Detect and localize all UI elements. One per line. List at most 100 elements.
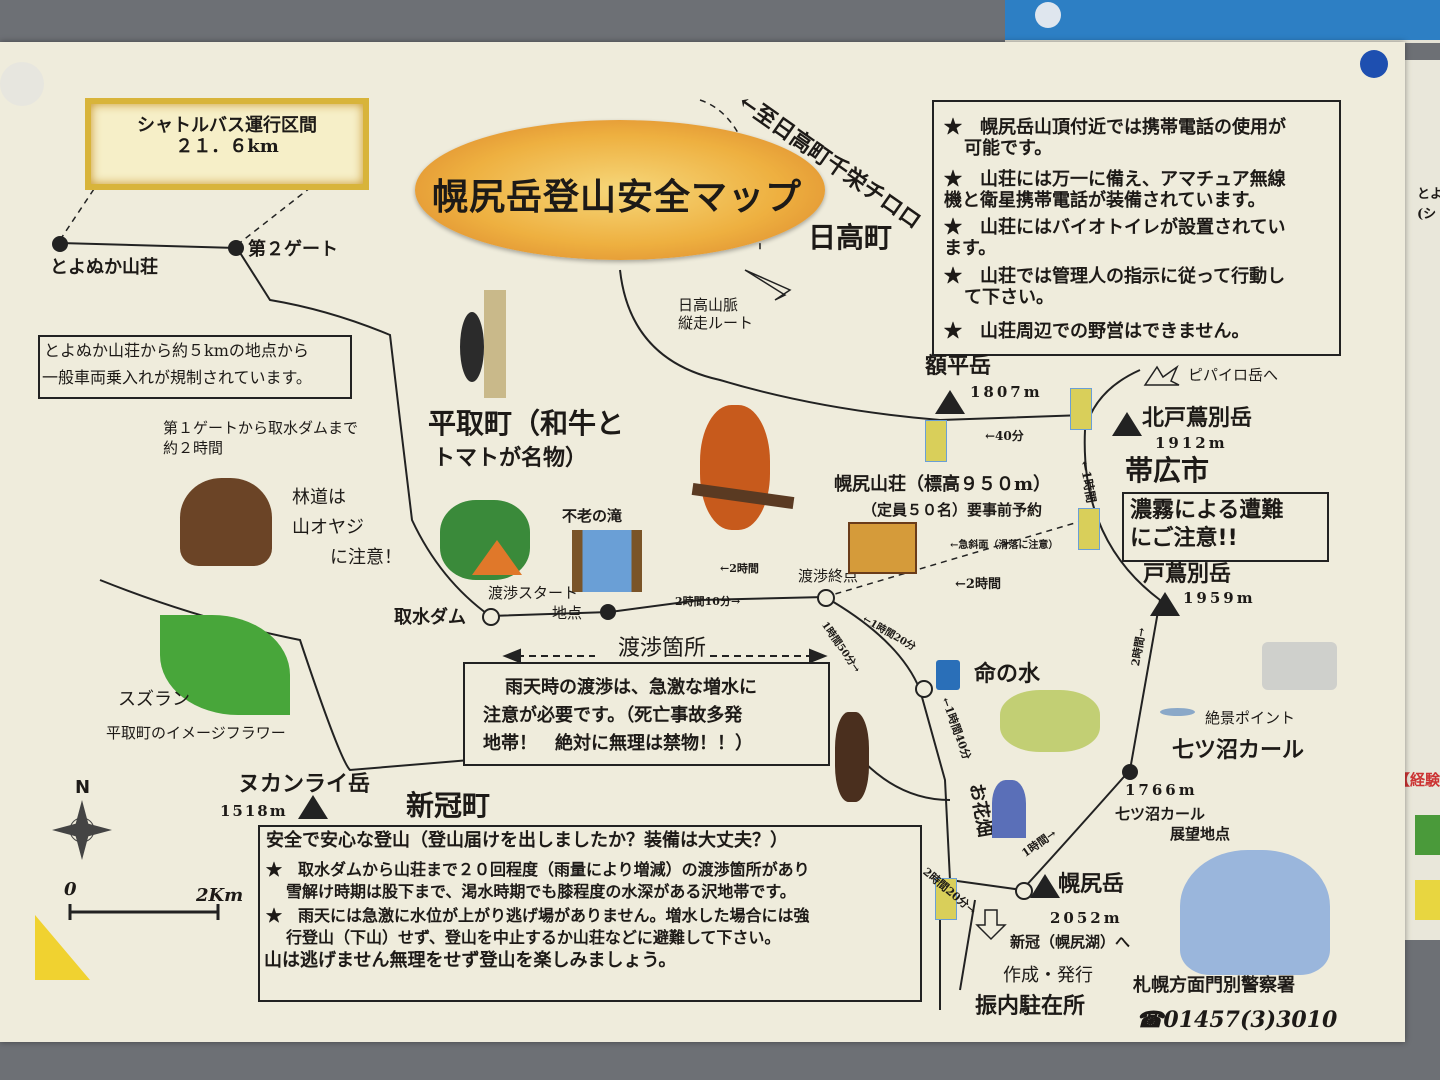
tree-trunk-icon xyxy=(484,290,506,398)
info-item: ★ 山荘には万一に備え、アマチュア無線 機と衛星携帯電話が装備されています。 xyxy=(944,169,1286,211)
info-item: ★ 幌尻岳山頂付近では携帯電話の使用が 可能です。 xyxy=(944,117,1286,159)
phone-number: ☎01457(3)3010 xyxy=(1136,1007,1338,1033)
scale-bar xyxy=(68,904,220,920)
water-label: 命の水 xyxy=(974,661,1041,687)
peak-elevation: 1766m xyxy=(1125,781,1198,799)
peak-icon xyxy=(1030,874,1060,898)
bear-warning: 林道は xyxy=(292,487,346,508)
road-shuttle xyxy=(59,242,238,249)
adjacent-poster-strip xyxy=(1005,0,1440,43)
shuttle-distance: ２１．６km xyxy=(175,135,279,157)
trail-time: ←2時間 xyxy=(720,562,759,575)
peak-name: 戸蔦別岳 xyxy=(1143,561,1232,587)
shuttle-leader xyxy=(59,179,321,246)
trail-time: ←急斜面（滑落に注意） xyxy=(950,540,1059,551)
summit-name: 幌尻岳 xyxy=(1058,871,1125,897)
trail-time: ←2時間 xyxy=(955,577,1001,592)
peak-icon xyxy=(298,795,328,819)
info-line: ★ 山荘周辺での野営はできません。 xyxy=(944,321,1250,342)
crossing-start-marker xyxy=(600,604,616,620)
woodpecker-icon xyxy=(460,312,484,382)
ridge-label: 縦走ルート xyxy=(678,314,754,332)
safety-line: ★ 雨天には急激に水位が上がり逃げ場がありません。増水した場合には強 xyxy=(266,906,810,925)
intake-dam-label: 取水ダム xyxy=(394,607,466,628)
fog-warning-line: にご注意!! xyxy=(1130,526,1238,551)
crossing-warning-box: 雨天時の渡渉は、急激な増水に 注意が必要です。（死亡事故多発 地帯！ 絶対に無理… xyxy=(463,662,830,766)
gate1-time: 約２時間 xyxy=(163,439,224,457)
corner-tab xyxy=(35,915,90,980)
crossing-start-label: 地点 xyxy=(552,604,583,622)
crossing-end-label: 渡渉終点 xyxy=(798,567,859,585)
title-badge xyxy=(415,120,825,260)
hut-icon xyxy=(848,522,917,574)
shuttle-info-box: シャトルバス運行区間 ２１．６km xyxy=(85,98,369,190)
crossing-section-label: 渡渉箇所 xyxy=(618,636,707,661)
iris-icon xyxy=(992,780,1026,838)
trail-hut-dashed xyxy=(824,519,1086,598)
obihiro-label: 帯広市 xyxy=(1125,454,1210,487)
water-icon xyxy=(936,660,960,690)
trail-to-summit xyxy=(824,596,1023,891)
peak-icon xyxy=(1150,592,1180,616)
publisher-label: 作成・発行 xyxy=(1003,965,1093,986)
info-line: ★ 山荘では管理人の指示に従って行動し xyxy=(944,266,1286,287)
peak-name: 額平岳 xyxy=(925,353,992,379)
scale-end: 2Km xyxy=(196,885,244,906)
river xyxy=(99,579,471,772)
crossing-line: 地帯！ 絶対に無理は禁物！！） xyxy=(483,733,753,754)
crossing-line: 雨天時の渡渉は、急激な増水に xyxy=(505,677,757,698)
notice-line: 一般車両乗入れが規制されています。 xyxy=(42,368,312,387)
safety-line: ★ 取水ダムから山荘まで２０回程度（雨量により増減）の渡渉箇所があり xyxy=(266,860,810,879)
crossing-end-marker xyxy=(817,589,835,607)
road-restriction-notice: とよぬか山荘から約５kmの地点から 一般車両乗入れが規制されています。 xyxy=(38,335,352,399)
info-item: ★ 山荘では管理人の指示に従って行動し て下さい。 xyxy=(944,266,1286,308)
scale-start: 0 xyxy=(64,879,77,900)
info-line: ★ 幌尻岳山頂付近では携帯電話の使用が xyxy=(944,117,1286,138)
pushpin-icon xyxy=(0,62,44,106)
ridge-label: 日高山脈 xyxy=(678,296,739,314)
water-source-icon xyxy=(925,420,947,462)
ridge-route xyxy=(619,269,1086,422)
safety-line: 山は逃げません無理をせず登山を楽しみましょう。 xyxy=(264,950,677,971)
niikappu-town-label: 新冠町 xyxy=(406,789,491,822)
waterfall-icon xyxy=(572,530,642,592)
toyonuka-marker xyxy=(52,236,68,252)
peak-elevation: 1959m xyxy=(1183,589,1256,607)
hikers-icon xyxy=(1000,690,1100,752)
edge-fragment: 【経験 xyxy=(1395,771,1440,789)
ridge-north xyxy=(1083,369,1161,601)
view-point-label: 絶景ポイント xyxy=(1205,709,1296,727)
summit-elevation: 2052m xyxy=(1050,909,1123,927)
pushpin-icon xyxy=(1035,2,1061,28)
to-niikappu-label: 新冠（幌尻湖）へ xyxy=(1010,933,1131,951)
arrow-niikappu xyxy=(975,909,1007,941)
crossing-line: 注意が必要です。（死亡事故多発 xyxy=(483,705,743,726)
fog-warning-line: 濃霧による遭難 xyxy=(1130,498,1284,523)
shuttle-label: シャトルバス運行区間 xyxy=(137,115,317,136)
police-officer-icon xyxy=(1180,850,1330,975)
hut-capacity: （定員５０名）要事前予約 xyxy=(862,501,1043,519)
peak-elevation: 1518m xyxy=(220,802,288,820)
arrow-hidaka xyxy=(744,269,792,301)
trail-time: ←40分 xyxy=(985,429,1024,443)
observation-point-label: 七ツ沼カール xyxy=(1115,805,1206,823)
peak-elevation: 1912m xyxy=(1155,434,1228,452)
toyonuka-label: とよぬか山荘 xyxy=(50,257,158,278)
hut-label: 幌尻山荘（標高９５０m） xyxy=(834,474,1052,495)
gate2-marker xyxy=(228,240,244,256)
tent-icon xyxy=(472,540,522,575)
intake-dam-marker xyxy=(482,608,500,626)
peak-icon xyxy=(1112,412,1142,436)
crossing-start-label: 渡渉スタート xyxy=(488,584,579,602)
nanatsunuma-label: 七ツ沼カール xyxy=(1172,737,1305,763)
safety-title: 安全で安心な登山（登山届けを出しましたか？装備は大丈夫？） xyxy=(266,830,788,851)
water-source-icon xyxy=(1070,388,1092,430)
info-line: 可能です。 xyxy=(964,137,1053,159)
camera-icon xyxy=(1262,642,1337,690)
nanatsunuma-marker xyxy=(1122,764,1138,780)
gate2-label: 第２ゲート xyxy=(248,239,338,260)
notice-line: とよぬか山荘から約５kmの地点から xyxy=(44,341,309,360)
trail-time: 2時間10分→ xyxy=(675,595,741,608)
legend-swatch-yellow xyxy=(1415,880,1440,920)
water-source-icon xyxy=(935,878,957,920)
